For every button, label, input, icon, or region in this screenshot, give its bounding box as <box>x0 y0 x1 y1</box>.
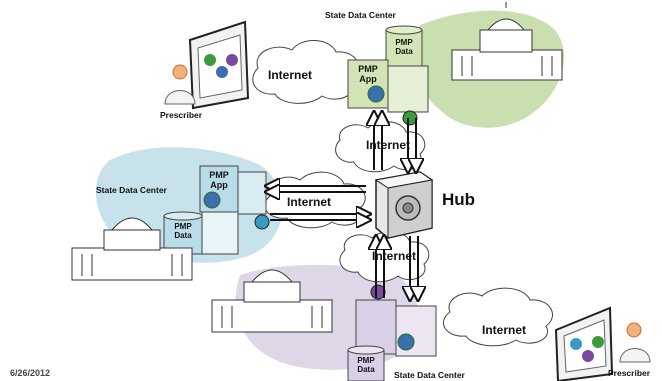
capitol-building-icon-top <box>451 2 563 81</box>
pmp-data-label-left: PMP Data <box>168 222 198 240</box>
cloud-internet-bottom <box>443 287 553 347</box>
pmp-app-label-top-line1: PMP <box>358 64 378 74</box>
arrows <box>268 114 418 298</box>
prescriber-label-top: Prescriber <box>160 110 203 120</box>
rx-badge-icon-left <box>254 214 270 230</box>
pmp-data-label-bottom-line2: Data <box>357 365 375 374</box>
pmp-data-server-bottom <box>347 345 385 381</box>
pmp-data-label-top-line2: Data <box>395 47 413 56</box>
monitor-icon <box>188 20 250 110</box>
prescriber-person-icon <box>164 64 196 105</box>
pmp-app-label-left: PMP App <box>203 170 235 190</box>
rx-badge-icon-top <box>402 110 418 126</box>
pmp-app-server-top <box>347 59 429 113</box>
capitol-building-icon-left <box>71 217 193 281</box>
prescriber-person-icon-bottom <box>619 322 651 363</box>
pmp-app-label-top-line2: App <box>359 74 377 84</box>
pmp-data-label-top-line1: PMP <box>395 38 413 47</box>
internet-label-bottom: Internet <box>482 323 527 337</box>
hub-icon <box>374 171 434 239</box>
pmp-data-label-left-line1: PMP <box>174 222 192 231</box>
prescriber-label-bottom: Prescriber <box>608 368 651 378</box>
state-data-center-label-left: State Data Center <box>96 185 167 195</box>
pmp-app-label-top: PMP App <box>352 64 384 84</box>
internet-label-top: Internet <box>268 68 313 82</box>
internet-label-left: Internet <box>287 195 332 209</box>
state-data-center-label-bottom: State Data Center <box>394 370 465 380</box>
internet-label-mid-bottom: Internet <box>372 249 417 263</box>
pmp-data-label-bottom-line1: PMP <box>357 356 375 365</box>
pmp-app-label-left-line2: App <box>210 180 228 190</box>
pmp-data-label-top: PMP Data <box>390 38 418 56</box>
pmp-app-server-left <box>199 165 267 215</box>
pmp-app-server-bottom <box>355 299 437 357</box>
internet-label-mid-top: Internet <box>366 138 411 152</box>
monitor-icon-bottom <box>554 306 614 381</box>
hub-label: Hub <box>442 190 476 209</box>
date-label: 6/26/2012 <box>10 368 51 378</box>
state-data-center-label-top: State Data Center <box>325 10 396 20</box>
pmp-data-server-top <box>385 25 423 71</box>
pmp-data-label-left-line2: Data <box>174 231 192 240</box>
pmp-data-label-bottom: PMP Data <box>351 356 381 374</box>
pmp-app-label-left-line1: PMP <box>209 170 229 180</box>
capitol-building-icon-bottom <box>211 269 333 333</box>
rx-badge-icon-bottom <box>370 284 386 300</box>
